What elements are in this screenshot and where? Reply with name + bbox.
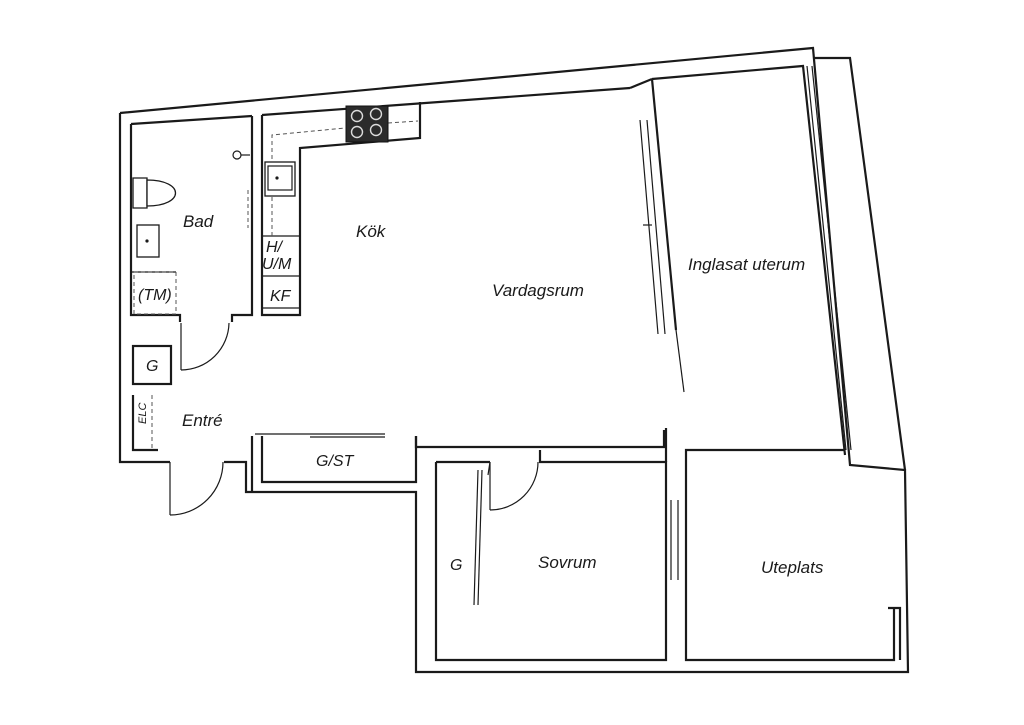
kitchen	[260, 102, 422, 317]
label-kok: Kök	[356, 222, 387, 241]
label-gst: G/ST	[316, 453, 355, 470]
label-g-entry: G	[146, 358, 158, 375]
label-sovrum: Sovrum	[538, 553, 597, 572]
bedroom	[434, 428, 896, 662]
label-g-sovrum: G	[450, 557, 462, 574]
fixture-labels: (TM) H/ U/M KF G ELC G/ST G	[137, 239, 462, 574]
label-tm: (TM)	[138, 287, 172, 304]
bathroom	[129, 116, 254, 322]
label-entre: Entré	[182, 411, 223, 430]
sunroom-glass	[806, 65, 852, 451]
entrance-door[interactable]	[169, 461, 224, 516]
outer-walls	[118, 46, 910, 674]
label-bad: Bad	[183, 212, 214, 231]
glass-door-leaf[interactable]	[675, 329, 685, 393]
label-hum-line1: H/	[266, 239, 284, 256]
room-labels: Bad Kök Vardagsrum Inglasat uterum Entré…	[182, 212, 824, 577]
label-vardagsrum: Vardagsrum	[492, 281, 584, 300]
bathroom-door[interactable]	[180, 322, 230, 371]
toilet-tank	[132, 177, 148, 209]
entry-area	[131, 344, 666, 492]
stove-hob-icon	[345, 105, 389, 143]
wardrobe-door[interactable]	[473, 469, 479, 606]
bedroom-door[interactable]	[489, 461, 539, 511]
toilet-bowl	[146, 179, 176, 207]
label-uteplats: Uteplats	[761, 558, 824, 577]
label-inglasat-uterum: Inglasat uterum	[688, 255, 805, 274]
entry-closet	[131, 344, 173, 386]
label-elc: ELC	[137, 403, 149, 424]
living-glass-wall	[629, 77, 685, 393]
terrace-post	[888, 606, 902, 660]
label-hum-line2: U/M	[262, 256, 292, 273]
shower-head-icon	[232, 150, 242, 160]
label-kf: KF	[270, 288, 292, 305]
kitchen-sink	[264, 161, 296, 197]
washer-outline	[133, 271, 177, 315]
